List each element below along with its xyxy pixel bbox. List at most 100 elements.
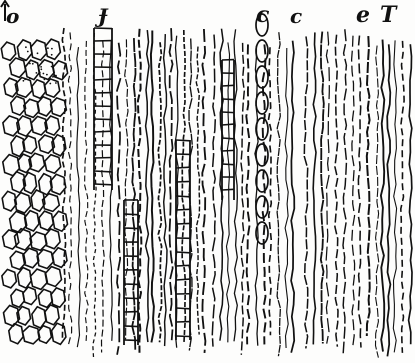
speckle-dot <box>39 72 41 74</box>
parenchyma-cell <box>53 211 68 231</box>
parenchyma-cell <box>45 229 60 249</box>
label-c: c <box>256 4 269 26</box>
fiber-line <box>352 36 355 348</box>
speckle-dot <box>44 79 46 81</box>
speckle-dot <box>40 66 42 68</box>
vessel-rung <box>176 252 190 253</box>
vessel-rung <box>176 209 190 210</box>
vessel-rung <box>176 167 190 168</box>
speckle-dot <box>25 46 27 48</box>
speckle-dot <box>36 72 38 74</box>
speckle-dot <box>34 61 36 63</box>
label-d: c <box>290 6 302 26</box>
vessel-rung <box>94 131 112 132</box>
parenchyma-cell <box>23 248 39 268</box>
speckle-dot <box>49 83 51 85</box>
vessel-rung <box>176 223 190 224</box>
vessel-rung <box>222 124 234 125</box>
pit-ellipse <box>256 40 268 62</box>
vessel-rung <box>94 171 112 172</box>
parenchyma-cell <box>30 232 47 250</box>
speckle-dot <box>55 82 57 84</box>
parenchyma-cell <box>50 174 66 194</box>
vessel-rung <box>222 189 234 190</box>
fiber-line <box>117 43 120 355</box>
parenchyma-cell <box>45 79 60 97</box>
speckle-dot <box>29 77 31 79</box>
parenchyma-cell <box>18 268 32 289</box>
fiber-line <box>387 44 390 356</box>
pit-ellipse <box>256 66 268 88</box>
fiber-line <box>277 32 280 356</box>
fiber-line <box>255 46 258 346</box>
vessel-rung <box>176 279 190 280</box>
speckle-dot <box>41 61 43 63</box>
speckle-dot <box>18 53 20 55</box>
speckle-dot <box>51 48 53 50</box>
parenchyma-cell <box>11 289 25 307</box>
fiber-line <box>409 44 412 344</box>
parenchyma-cell <box>17 40 32 60</box>
speckle-dot <box>47 47 49 49</box>
parenchyma-cell <box>9 324 23 344</box>
fiber-line <box>376 46 379 358</box>
parenchyma-cell <box>38 326 51 344</box>
speckle-dot <box>27 51 29 53</box>
parenchyma-cell <box>53 61 68 80</box>
vessel-rung <box>222 138 234 139</box>
speckle-dot <box>29 63 31 65</box>
pit-ellipse <box>256 170 268 192</box>
fiber-line <box>151 30 154 342</box>
fiber-line <box>196 47 199 335</box>
fiber-line <box>146 30 149 342</box>
vessel-rung <box>176 265 190 266</box>
fiber-line <box>393 40 396 352</box>
parenchyma-cell <box>52 323 66 344</box>
parenchyma-cell <box>15 193 31 213</box>
parenchyma-cell <box>51 288 65 307</box>
parenchyma-cell <box>25 60 39 80</box>
parenchyma-cell <box>23 326 40 344</box>
fiber-line <box>158 42 161 342</box>
parenchyma-cell <box>46 39 61 59</box>
fiber-line <box>358 36 361 348</box>
fiber-line <box>182 30 185 342</box>
speckle-dot <box>37 52 39 54</box>
fiber-line <box>285 48 288 348</box>
arrow-up-icon <box>0 0 10 22</box>
speckle-dot <box>55 75 57 77</box>
fiber-line <box>326 32 329 344</box>
fiber-line <box>241 43 244 355</box>
parenchyma-cell <box>37 97 52 116</box>
parenchyma-cell <box>10 58 26 77</box>
fiber-line <box>321 32 324 344</box>
label-b: Ɉ <box>98 6 107 26</box>
speckle-dot <box>32 63 34 65</box>
fiber-line <box>202 29 205 353</box>
fiber-line <box>85 41 89 341</box>
fiber-line <box>381 40 385 352</box>
pit-ellipse <box>256 144 268 166</box>
speckle-dot <box>51 54 53 56</box>
fiber-line <box>68 32 71 344</box>
vessel-rung <box>222 85 234 86</box>
fiber-line <box>102 41 105 353</box>
vessel-rung <box>124 326 138 327</box>
fiber-line <box>269 47 272 335</box>
parenchyma-cell <box>31 269 48 289</box>
vessel-rung <box>222 164 234 165</box>
parenchyma-cell <box>31 40 47 60</box>
speckle-dot <box>51 66 53 68</box>
vessel-rung <box>176 308 190 309</box>
fiber-line <box>125 39 128 339</box>
fiber-line <box>212 35 215 347</box>
vessel-rung <box>222 99 234 100</box>
fiber-line <box>343 29 347 353</box>
speckle-dot <box>40 68 42 70</box>
speckle-dot <box>24 70 26 72</box>
fiber-line <box>304 36 307 348</box>
parenchyma-cell <box>32 307 46 328</box>
fiber-line <box>170 28 173 340</box>
vessel-rung <box>124 298 138 299</box>
fiber-line <box>401 41 404 353</box>
